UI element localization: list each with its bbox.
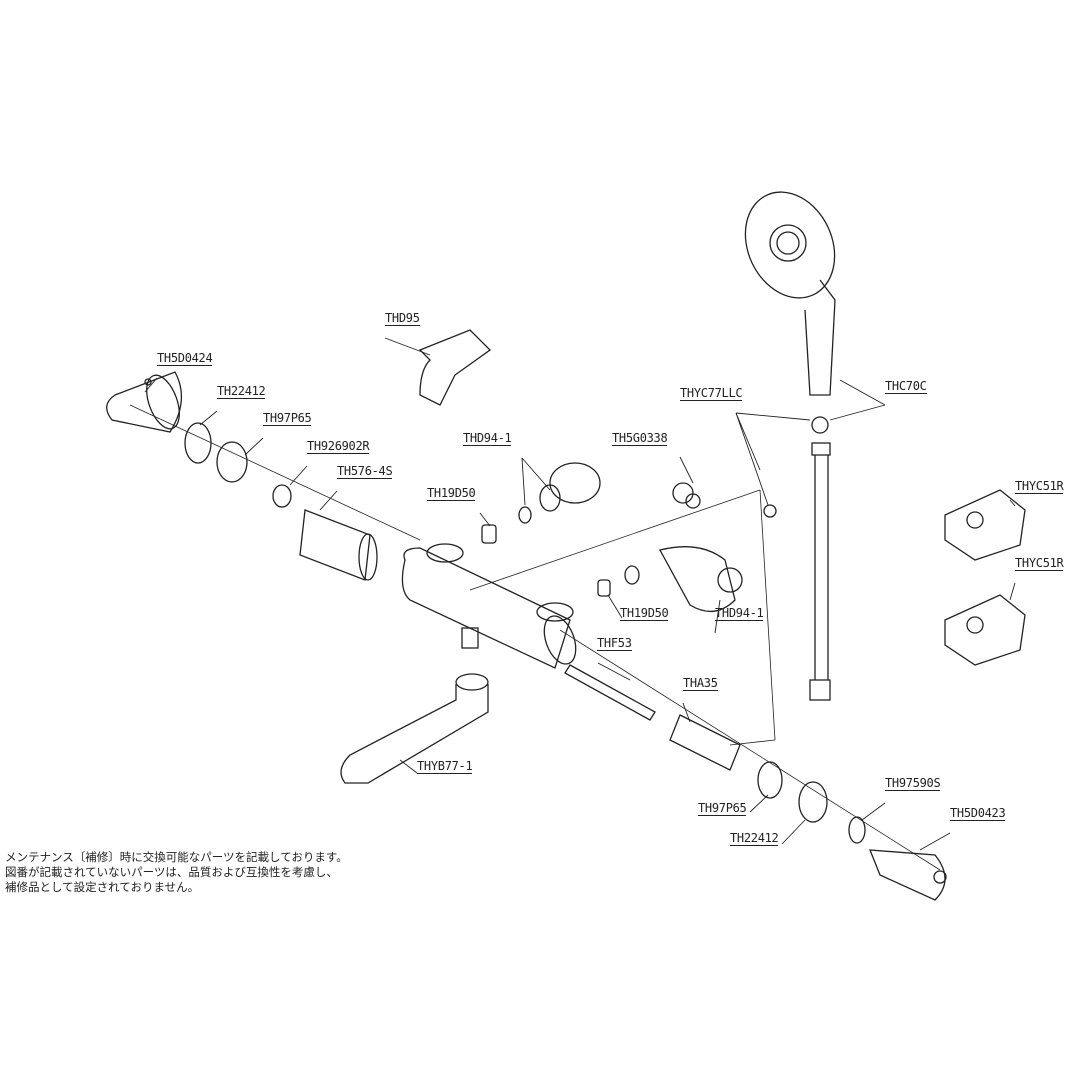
elbow-fitting: [672, 482, 701, 509]
note-line: 補修品として設定されておりません。: [5, 880, 200, 894]
bracket-a: [944, 489, 1026, 561]
handle-right: [869, 849, 947, 901]
part-label: THD94-1: [715, 606, 764, 621]
mixer-body: [401, 543, 577, 669]
part-label: TH5D0423: [950, 806, 1006, 821]
axis-line-left: [129, 404, 421, 541]
hose: [809, 442, 831, 701]
part-label: TH19D50: [427, 486, 476, 501]
part-label: THC70C: [885, 379, 927, 394]
part-label: TH22412: [730, 831, 779, 846]
part-label: THD94-1: [463, 431, 512, 446]
handle-left: [106, 371, 183, 433]
part-label: THYC51R: [1015, 479, 1064, 494]
elbow-bottom: [659, 546, 743, 612]
ring: [216, 441, 248, 483]
part-label: TH97P65: [698, 801, 747, 816]
washer-top: [518, 506, 532, 524]
clip: [272, 484, 292, 508]
part-label: TH5D0424: [157, 351, 213, 366]
axis-line-right: [559, 629, 941, 871]
part-label: TH5G0338: [612, 431, 668, 446]
nut-ring: [184, 422, 212, 464]
elbow-top: [539, 462, 601, 512]
leader-lines: [144, 337, 1016, 851]
part-label: TH576-4S: [337, 464, 393, 479]
part-label: THYC51R: [1015, 556, 1064, 571]
thermo-shaft: [564, 664, 656, 721]
part-label: TH97P65: [263, 411, 312, 426]
part-label: TH926902R: [307, 439, 370, 454]
note-line: メンテナンス〔補修〕時に交換可能なパーツを記載しております。: [5, 850, 348, 864]
bracket-b: [944, 594, 1026, 666]
shower-head: [744, 191, 836, 396]
holder-thd95: [418, 329, 492, 406]
nut-bottom: [798, 781, 828, 823]
spout: [340, 673, 489, 784]
adapter: [669, 714, 741, 771]
washer-right: [763, 504, 777, 518]
part-label: THYC77LLC: [680, 386, 743, 401]
part-label: THA35: [683, 676, 718, 691]
part-label: TH19D50: [620, 606, 669, 621]
washer-hose: [811, 416, 829, 434]
clip-bottom: [848, 816, 866, 844]
nipple-bottom: [597, 579, 611, 597]
part-label: THYB77-1: [417, 759, 473, 774]
part-label: TH22412: [217, 384, 266, 399]
washer-bottom: [624, 565, 640, 585]
axis-line-hose: [469, 489, 761, 591]
ring-bottom: [757, 761, 783, 799]
nipple-top: [481, 524, 497, 544]
maintenance-note: メンテナンス〔補修〕時に交換可能なパーツを記載しております。 図番が記載されてい…: [5, 850, 348, 895]
part-label: THF53: [597, 636, 632, 651]
note-line: 図番が記載されていないパーツは、品質および互換性を考慮し、: [5, 865, 338, 879]
part-label: TH97590S: [885, 776, 941, 791]
part-label: THD95: [385, 311, 420, 326]
cartridge: [299, 509, 378, 581]
